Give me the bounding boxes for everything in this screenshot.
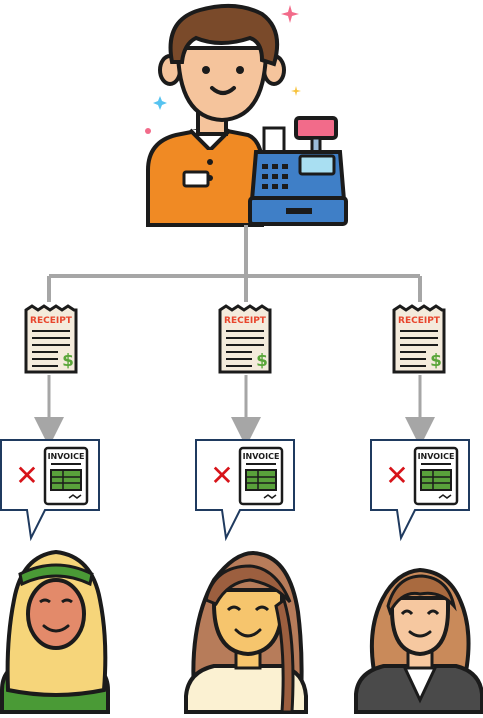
receipt-icon: RECEIPT $ (24, 304, 78, 374)
speech-bubble: ✕ INVOICE (370, 439, 470, 542)
invoice-icon: INVOICE (413, 446, 459, 506)
receipt-label: RECEIPT (224, 316, 267, 326)
x-mark-icon: ✕ (385, 459, 408, 492)
cashier-icon (145, 3, 348, 227)
x-mark-icon: ✕ (15, 459, 38, 492)
invoice-label: INVOICE (243, 452, 280, 461)
receipt-label: RECEIPT (398, 316, 441, 326)
dollar-sign: $ (256, 351, 268, 371)
speech-bubble: ✕ INVOICE (195, 439, 295, 542)
dollar-sign: $ (430, 351, 442, 371)
invoice-icon: INVOICE (43, 446, 89, 506)
connector-lines (47, 225, 422, 302)
receipt-label: RECEIPT (30, 316, 73, 326)
invoice-label: INVOICE (418, 452, 455, 461)
invoice-label: INVOICE (48, 452, 85, 461)
invoice-icon: INVOICE (238, 446, 284, 506)
speech-bubble: ✕ INVOICE (0, 439, 100, 542)
x-mark-icon: ✕ (210, 459, 233, 492)
dollar-sign: $ (62, 351, 74, 371)
receipt-icon: RECEIPT $ (392, 304, 446, 374)
woman-business-avatar-icon (354, 567, 483, 714)
woman-hijab-avatar-icon (0, 549, 110, 714)
woman-long-hair-avatar-icon (184, 551, 308, 714)
sparkle-icon (145, 5, 301, 134)
arrow-lines (34, 375, 435, 447)
receipt-icon: RECEIPT $ (218, 304, 272, 374)
cash-register-icon (248, 116, 348, 226)
